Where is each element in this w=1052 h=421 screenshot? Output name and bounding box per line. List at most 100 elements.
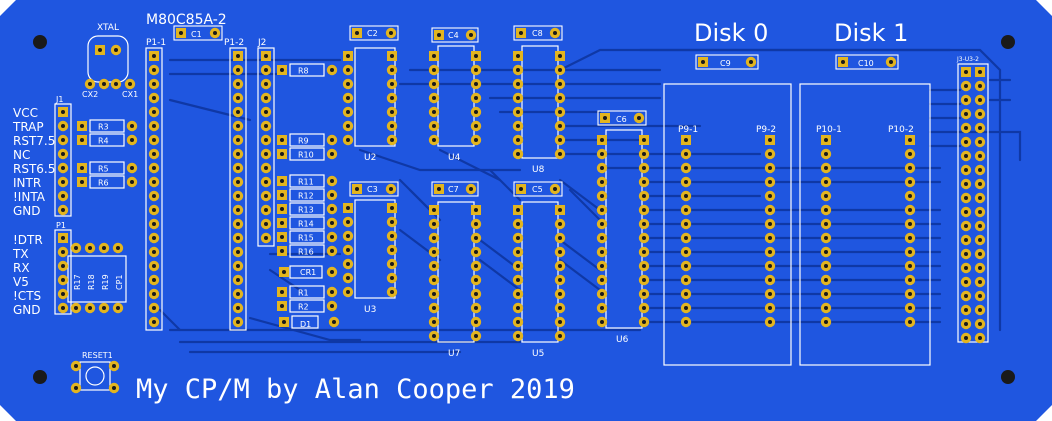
p9-pad: [764, 176, 776, 188]
r19-label: R19: [101, 274, 110, 290]
p10-pad: [904, 176, 916, 188]
j1-pad: [57, 190, 69, 202]
svg-text:R13: R13: [298, 206, 314, 215]
p10-pad: [904, 288, 916, 300]
p10-pad: [904, 232, 916, 244]
p10-pad: [904, 162, 916, 174]
j3-pad: [960, 276, 972, 288]
mounting-holes: [33, 35, 1015, 384]
trace: [158, 308, 182, 332]
u2-pad: [386, 78, 398, 90]
p9-pad: [680, 162, 692, 174]
u7-pad: [470, 288, 482, 300]
p10-pad: [904, 316, 916, 328]
u5-pad: [554, 316, 566, 328]
u5-pad: [512, 302, 524, 314]
u8-pad: [554, 92, 566, 104]
p1-1-pad: [148, 288, 160, 300]
pad: [279, 267, 289, 277]
j3-pad: [974, 150, 986, 162]
xtal-pad: [110, 44, 122, 56]
u3-pad: [386, 230, 398, 242]
j2-header-outline: [257, 47, 275, 247]
cx2-pad: [98, 78, 110, 90]
u8-pad: [554, 64, 566, 76]
j3-pad: [974, 304, 986, 316]
p10-pad: [820, 176, 832, 188]
u7-pad: [470, 232, 482, 244]
c9-label: C9: [720, 59, 731, 68]
pad: [326, 64, 338, 76]
resistor-array-pad: [98, 242, 110, 254]
cr1-label: CR1: [300, 268, 316, 277]
p1-1-pad: [148, 92, 160, 104]
u2-pad: [386, 106, 398, 118]
cx1-pad: [124, 78, 136, 90]
p1-1-label: P1-1: [146, 38, 166, 48]
u4-pad: [470, 134, 482, 146]
j3-pad: [974, 220, 986, 232]
pad: [326, 266, 338, 278]
u7-pad: [470, 316, 482, 328]
j3-pad: [960, 220, 972, 232]
reset-pad: [70, 382, 82, 394]
u3-label: U3: [364, 305, 376, 315]
p9-pad: [680, 274, 692, 286]
silk-text: M80C85A-2 Disk 0 Disk 1 My CP/M by Alan …: [12, 12, 979, 405]
u7-pad: [470, 218, 482, 230]
j1-pin-label: TRAP: [12, 120, 44, 134]
p10-1-label: P10-1: [816, 125, 842, 135]
p9-pad: [681, 135, 691, 145]
u7-pad: [428, 232, 440, 244]
u8-pad: [512, 64, 524, 76]
u2-pad: [343, 51, 353, 61]
pad-layer: [57, 27, 986, 394]
u7-pad: [470, 302, 482, 314]
p9-pad: [764, 260, 776, 272]
trace: [558, 258, 602, 292]
trace: [558, 178, 602, 212]
u3-pad: [342, 286, 354, 298]
pad: [77, 163, 87, 173]
u3-pad: [386, 216, 398, 228]
j1-label: J1: [55, 95, 63, 104]
p10-pad: [820, 162, 832, 174]
c7-label: C7: [448, 185, 459, 194]
u7-pad: [428, 246, 440, 258]
resistor-array-pad: [98, 302, 110, 314]
p9-pad: [680, 316, 692, 328]
j2-pad: [260, 204, 272, 216]
svg-text:R14: R14: [298, 220, 314, 229]
p10-pad: [904, 204, 916, 216]
pad: [328, 316, 340, 328]
u4-pad: [470, 92, 482, 104]
trace: [928, 130, 1022, 162]
p10-pad: [820, 218, 832, 230]
resistor-r1: R1: [289, 285, 325, 299]
j1-pin-label: !INTA: [13, 190, 46, 204]
c4-label: C4: [448, 31, 459, 40]
pad: [277, 190, 287, 200]
pad: [209, 27, 221, 39]
u6-pad: [596, 162, 608, 174]
u6-pad: [596, 218, 608, 230]
u5-pad: [512, 260, 524, 272]
u5-pad: [512, 218, 524, 230]
pad: [385, 27, 397, 39]
u6-outline: [605, 129, 643, 329]
pad: [326, 175, 338, 187]
u4-pad: [470, 120, 482, 132]
pad: [516, 28, 526, 38]
u8-pad: [554, 134, 566, 146]
p1-pin-label: TX: [12, 247, 29, 261]
p1-2-label: P1-2: [224, 38, 244, 48]
u6-pad: [638, 246, 650, 258]
j3-pad: [960, 108, 972, 120]
u6-pad: [596, 246, 608, 258]
u3-pad: [386, 258, 398, 270]
u5-pad: [554, 260, 566, 272]
u8-pad: [554, 78, 566, 90]
p9-pad: [680, 176, 692, 188]
j2-pad: [260, 92, 272, 104]
